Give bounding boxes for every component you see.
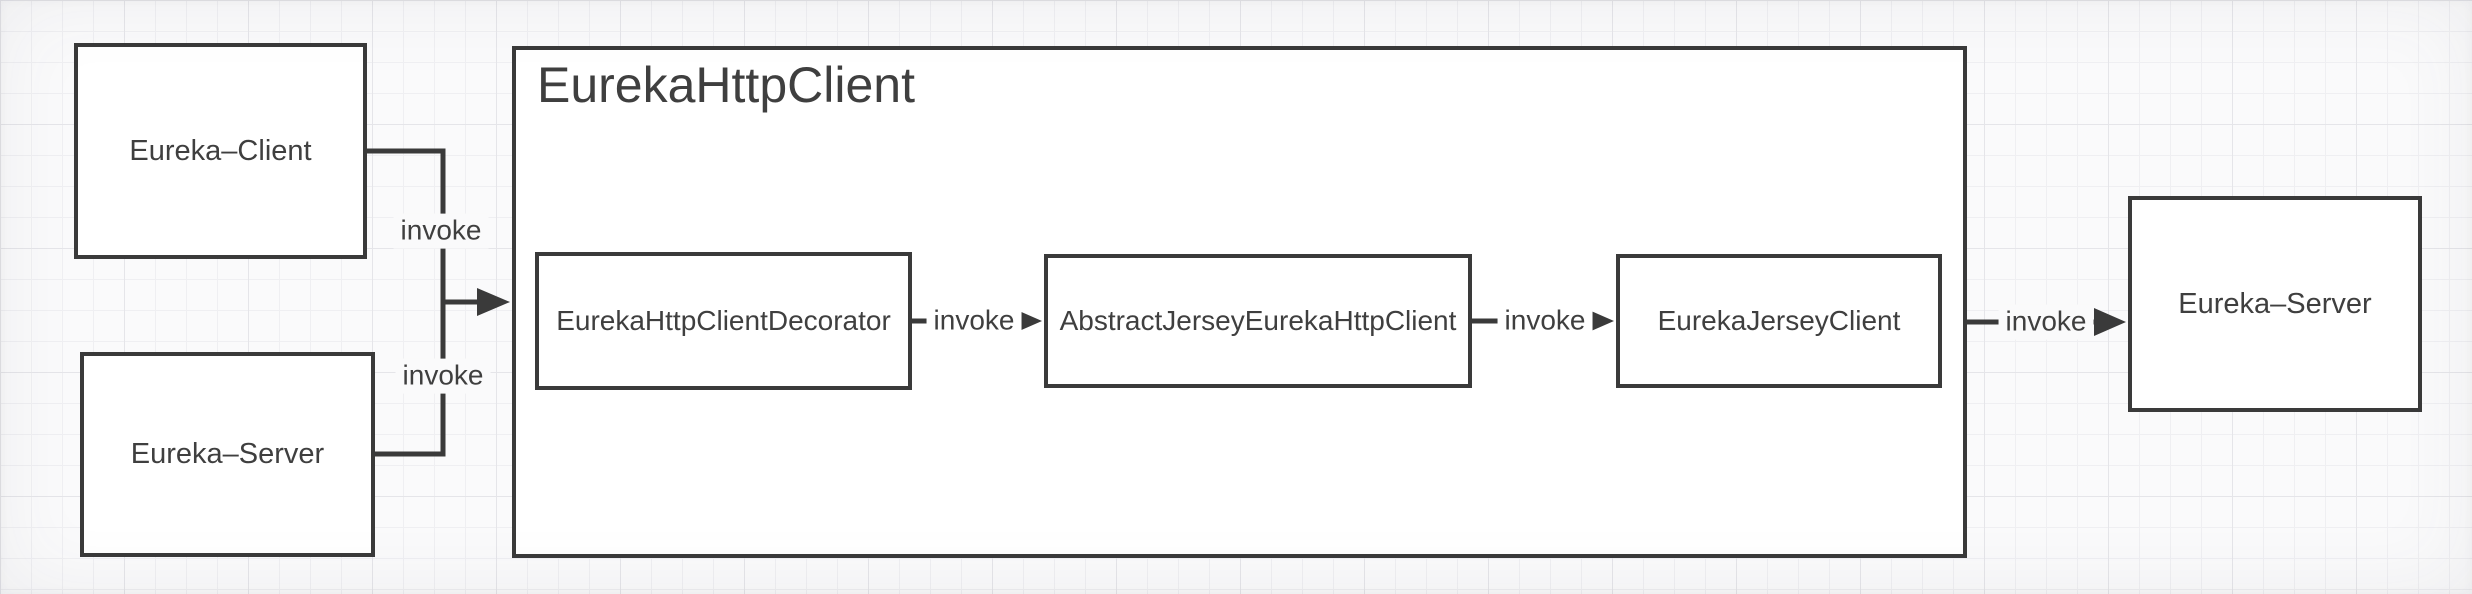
- node-abstract-jersey-eureka-http-client[interactable]: AbstractJerseyEurekaHttpClient: [1044, 254, 1472, 388]
- node-label: Eureka–Client: [129, 134, 312, 167]
- group-title: EurekaHttpClient: [537, 57, 915, 113]
- node-eureka-jersey-client[interactable]: EurekaJerseyClient: [1616, 254, 1942, 388]
- arrowhead-icon: [477, 288, 510, 316]
- edge-label-invoke: invoke: [1497, 303, 1593, 339]
- node-label: EurekaHttpClientDecorator: [556, 305, 891, 337]
- node-label: EurekaJerseyClient: [1657, 305, 1901, 337]
- edge-label-invoke: invoke: [1998, 304, 2094, 340]
- node-label: AbstractJerseyEurekaHttpClient: [1059, 305, 1457, 337]
- node-eureka-http-client-decorator[interactable]: EurekaHttpClientDecorator: [535, 252, 912, 390]
- node-label: Eureka–Server: [2178, 287, 2372, 320]
- node-eureka-client[interactable]: Eureka–Client: [74, 43, 367, 259]
- connector-client-server-merge: [367, 148, 446, 457]
- node-label: Eureka–Server: [130, 438, 325, 471]
- arrowhead-icon: [2094, 308, 2126, 336]
- node-eureka-server-right[interactable]: Eureka–Server: [2128, 196, 2422, 412]
- node-eureka-server-left[interactable]: Eureka–Server: [80, 352, 375, 557]
- edge-label-invoke: invoke: [926, 303, 1022, 339]
- edge-label-invoke: invoke: [393, 213, 489, 249]
- edge-label-invoke: invoke: [395, 358, 491, 394]
